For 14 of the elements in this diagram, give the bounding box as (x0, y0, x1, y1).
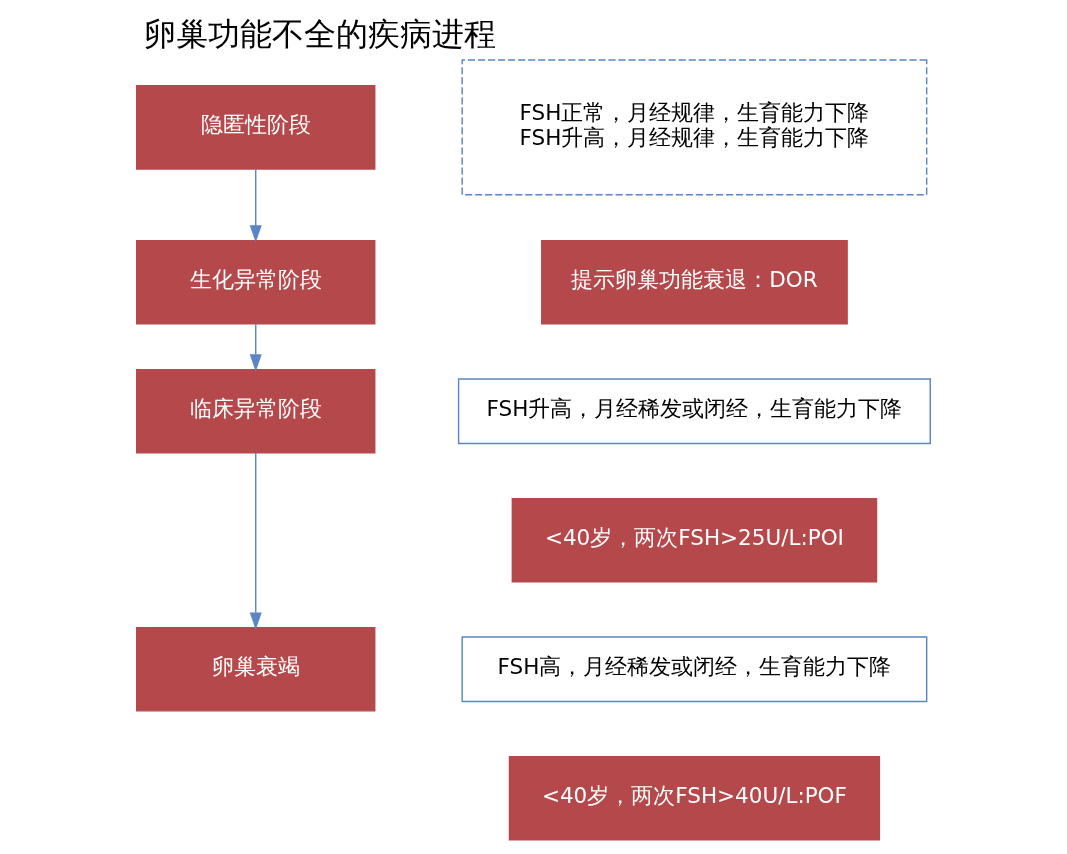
node-box: 提示卵巢功能衰退：DOR (541, 239, 848, 325)
arrow (249, 323, 262, 372)
node-box: FSH升高，月经稀发或闭经，生育能力下降 (457, 378, 931, 445)
node-box: 临床异常阶段 (136, 368, 376, 454)
arrow (249, 168, 262, 243)
node-box: <40岁，两次FSH>40U/L:POF (508, 756, 881, 841)
diagram-title: 卵巢功能不全的疾病进程 (144, 16, 497, 53)
node-box: <40岁，两次FSH>25U/L:POI (511, 497, 878, 583)
node-box: 隐匿性阶段 (136, 85, 376, 170)
node-box: FSH正常，月经规律，生育能力下降 FSH升高，月经规律，生育能力下降 (461, 59, 928, 196)
arrow (249, 452, 262, 630)
node-box: 卵巢衰竭 (136, 627, 376, 712)
node-box: 生化异常阶段 (136, 239, 376, 325)
node-box: FSH高，月经稀发或闭经，生育能力下降 (461, 636, 928, 703)
